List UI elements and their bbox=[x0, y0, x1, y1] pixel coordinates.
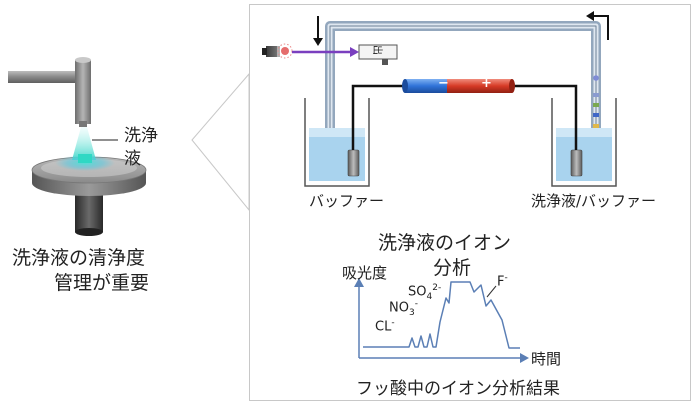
power-wire-left bbox=[351, 84, 410, 150]
graph-caption: フッ酸中のイオン分析結果 bbox=[356, 379, 560, 399]
peak-label-cl: CL- bbox=[375, 318, 395, 334]
peak-label-no3: NO3- bbox=[389, 299, 418, 318]
graph-xlabel: 時間 bbox=[531, 350, 562, 368]
peak-label-f: F- bbox=[497, 273, 508, 289]
peak-label-so4: SO42- bbox=[408, 283, 441, 302]
peak-f-text: F bbox=[497, 274, 505, 290]
electrophoresis-setup bbox=[262, 11, 617, 363]
flow-arrow-right bbox=[590, 15, 609, 40]
f-peak-leader bbox=[486, 285, 497, 298]
peak-so4-subscript: 4 bbox=[426, 291, 433, 302]
nozzle-label-line1: 洗浄 bbox=[124, 126, 158, 146]
graph-trace bbox=[363, 281, 520, 349]
peak-f-charge: - bbox=[504, 273, 508, 283]
peak-cl-text: CL bbox=[375, 319, 392, 335]
buffer-right-label: 洗浄液/バッファー bbox=[531, 192, 657, 210]
peak-cl-charge: - bbox=[391, 318, 395, 328]
detector bbox=[358, 44, 398, 65]
nozzle-label-line2: 液 bbox=[124, 149, 141, 169]
sample-beaker-right bbox=[551, 98, 617, 187]
callout-wedge bbox=[191, 72, 250, 212]
ion-markers bbox=[593, 75, 599, 128]
detector-label: 出 bbox=[371, 45, 382, 55]
left-caption-line2: 管理が重要 bbox=[54, 272, 150, 294]
power-supply bbox=[402, 79, 515, 93]
peak-so4-text: SO bbox=[408, 284, 427, 300]
analysis-title-line2: 分析 bbox=[433, 257, 472, 279]
cleaning-apparatus bbox=[8, 57, 250, 236]
polarity-plus: + bbox=[481, 76, 492, 91]
power-wire-right bbox=[512, 84, 578, 150]
nozzle-tip bbox=[79, 121, 87, 127]
supply-pipe-horizontal bbox=[8, 71, 84, 83]
peak-so4-charge: 2- bbox=[432, 283, 442, 293]
supply-pipe-vertical bbox=[75, 60, 91, 124]
graph-ylabel: 吸光度 bbox=[342, 264, 388, 282]
peak-no3-subscript: 3 bbox=[408, 307, 415, 318]
polarity-minus: − bbox=[438, 76, 449, 91]
electropherogram bbox=[354, 278, 529, 363]
buffer-left-label: バッファー bbox=[309, 192, 385, 210]
analysis-title-line1: 洗浄液のイオン bbox=[378, 232, 512, 254]
analysis-panel-frame bbox=[249, 4, 691, 401]
cleaning-spray bbox=[72, 127, 96, 160]
left-caption-line1: 洗浄液の清浄度 bbox=[12, 247, 146, 269]
peak-no3-charge: - bbox=[414, 299, 418, 309]
peak-no3-text: NO bbox=[389, 300, 409, 316]
